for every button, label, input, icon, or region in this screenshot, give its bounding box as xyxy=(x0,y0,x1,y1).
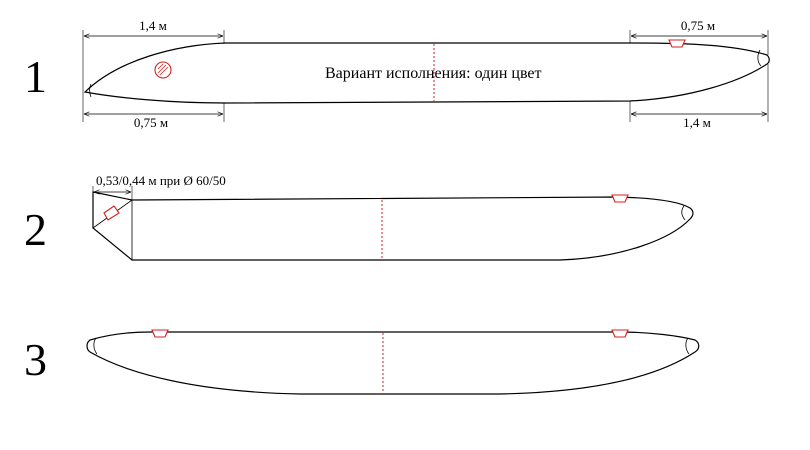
dim-top-left: 1,4 м xyxy=(139,18,167,33)
valve-icon xyxy=(151,329,169,338)
pontoon-3-right-cap xyxy=(685,337,690,355)
valve-icon xyxy=(611,329,629,338)
dim-bottom-right: 1,4 м xyxy=(683,115,711,130)
dim-top-right: 0,75 м xyxy=(681,18,715,33)
dim-bottom-left: 0,75 м xyxy=(134,115,168,130)
pontoon-2-right-cap xyxy=(681,205,686,221)
diagram-3-number: 3 xyxy=(24,334,47,385)
pontoon-3-hull xyxy=(86,331,700,395)
diagram-2-number: 2 xyxy=(24,204,47,255)
pontoon-1-right-cap xyxy=(757,49,762,67)
diagram-3: 3 xyxy=(24,329,700,395)
pontoon-3-left-cap xyxy=(93,337,98,355)
round-valve-icon xyxy=(154,61,172,79)
valve-icon xyxy=(668,39,686,48)
diagram-1-number: 1 xyxy=(24,51,47,102)
dim-cut-width: 0,53/0,44 м при Ø 60/50 xyxy=(96,173,226,188)
pontoon-1-hull xyxy=(83,42,770,104)
diagram-2: 2 0,53/0,44 м при Ø 60/50 xyxy=(24,173,694,261)
diagram-1-caption: Вариант исполнения: один цвет xyxy=(325,65,542,82)
diagram-1: 1 Вариант исполнения: один цвет 1,4 м 0,… xyxy=(24,18,770,130)
pontoon-1-left-cap xyxy=(89,83,92,98)
pontoon-2-hull xyxy=(92,191,694,261)
valve-icon xyxy=(611,194,629,203)
valve-icon xyxy=(103,205,120,221)
